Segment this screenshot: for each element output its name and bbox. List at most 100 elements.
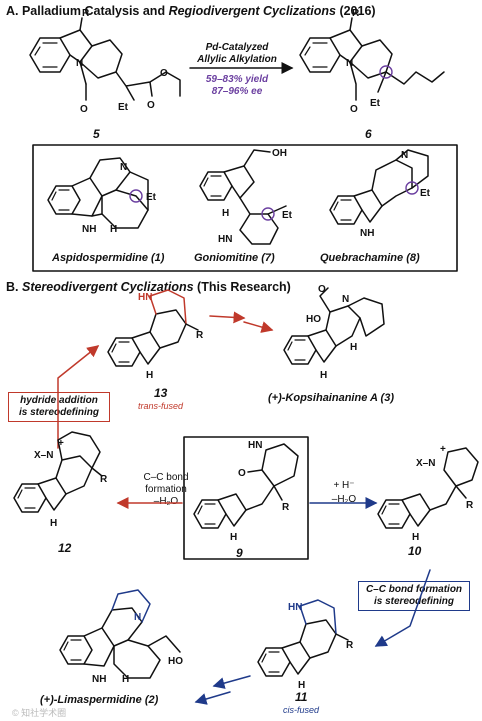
arrow-12-to-13 bbox=[57, 345, 100, 449]
h-label-kopsi: H bbox=[350, 342, 357, 353]
et-label-gonio: Et bbox=[282, 210, 293, 221]
r-label-9: R bbox=[282, 502, 290, 513]
nh-label-lima: NH bbox=[92, 674, 106, 685]
hn-label-9: HN bbox=[248, 440, 262, 451]
section-b-title: B. Stereodivergent Cyclizations (This Re… bbox=[6, 280, 291, 294]
o-label-5: O bbox=[80, 104, 88, 115]
watermark: © 知社学术圈 bbox=[12, 708, 67, 718]
section-b-title-suffix: (This Research) bbox=[193, 280, 291, 294]
compound-9-number: 9 bbox=[236, 546, 243, 560]
callout-cc-line1: C–C bond formation bbox=[365, 584, 463, 595]
o3-label-5: O bbox=[160, 68, 168, 79]
section-a-title-prefix: A. Palladium Catalysis and bbox=[6, 4, 169, 18]
h-label-11: H bbox=[298, 680, 305, 691]
arrow-13-to-3-b bbox=[243, 321, 274, 333]
np-quebrachamine: Quebrachamine (8) bbox=[320, 252, 420, 264]
condition-a: Pd-Catalyzed Allylic Alkylation bbox=[186, 42, 288, 66]
ho-label-kopsi: HO bbox=[306, 314, 321, 325]
compound-13-number: 13 bbox=[154, 386, 168, 400]
r-label-13: R bbox=[196, 330, 204, 341]
structure-aspidospermidine bbox=[47, 157, 149, 229]
plus-label-10: + bbox=[440, 444, 446, 455]
n-label-lima: N bbox=[134, 612, 141, 623]
structure-compound-5 bbox=[29, 17, 181, 101]
compound-11-note: cis-fused bbox=[283, 705, 320, 715]
h-label-9: H bbox=[230, 532, 237, 543]
et-label-6: Et bbox=[370, 98, 381, 109]
callout-cc-bond: C–C bond formation is stereodefining bbox=[358, 581, 470, 611]
nh-label-quebra: NH bbox=[360, 228, 374, 239]
plus-label-12: + bbox=[58, 438, 64, 449]
condition-a-line2: Allylic Alkylation bbox=[197, 54, 277, 65]
left-condition-line1: C–C bond bbox=[143, 472, 189, 483]
right-condition-line1: + H⁻ bbox=[333, 480, 355, 491]
np-aspidospermidine: Aspidospermidine (1) bbox=[52, 252, 165, 264]
h-label-lima: H bbox=[122, 674, 129, 685]
h-label-aspido: H bbox=[110, 224, 117, 235]
left-condition-line3: –H₂O bbox=[153, 496, 179, 507]
n-label-quebra: N bbox=[401, 150, 408, 161]
section-a-title: A. Palladium Catalysis and Regiodivergen… bbox=[6, 4, 376, 18]
et-label-aspido: Et bbox=[146, 192, 157, 203]
et-label-quebra: Et bbox=[420, 188, 431, 199]
section-b-title-italic: Stereodivergent Cyclizations bbox=[21, 280, 194, 294]
r-label-6: R bbox=[352, 8, 360, 19]
r-label-5: R bbox=[82, 8, 90, 19]
left-condition-line2: formation bbox=[145, 484, 187, 495]
compound-13-note: trans-fused bbox=[138, 401, 184, 411]
callout-cc-line2: is stereodefining bbox=[373, 596, 454, 607]
structure-compound-12 bbox=[13, 431, 103, 513]
n-label-6: N bbox=[346, 58, 353, 69]
h-label-gonio: H bbox=[222, 208, 229, 219]
arrow-10-to-11 bbox=[374, 569, 431, 647]
r-label-10: R bbox=[466, 500, 474, 511]
o-label-6: O bbox=[350, 104, 358, 115]
h-label-12: H bbox=[50, 518, 57, 529]
structure-quebrachamine bbox=[329, 149, 429, 225]
compound-5-number: 5 bbox=[93, 127, 100, 141]
structure-compound-10 bbox=[377, 447, 479, 529]
compound-2-name: (+)-Limaspermidine (2) bbox=[40, 694, 159, 706]
structure-compound-11 bbox=[257, 599, 349, 677]
hn-label-13: HN bbox=[138, 292, 152, 303]
np-goniomitine: Goniomitine (7) bbox=[194, 252, 275, 264]
stereocenter-gonio bbox=[261, 207, 275, 221]
n-label-5: N bbox=[76, 58, 83, 69]
condition-a-line1: Pd-Catalyzed bbox=[205, 42, 269, 53]
ho-label-lima: HO bbox=[168, 656, 183, 667]
yield-ee: 59–83% yield 87–96% ee bbox=[186, 74, 288, 98]
stereocenter-aspido bbox=[129, 189, 143, 203]
xn-label-10: X–N bbox=[416, 458, 435, 469]
callout-hydride-line1: hydride addition bbox=[20, 395, 98, 406]
stereocenter-quebra bbox=[405, 181, 419, 195]
callout-hydride-line2: is stereodefining bbox=[18, 407, 99, 418]
et-label-5: Et bbox=[118, 102, 129, 113]
r-label-11: R bbox=[346, 640, 354, 651]
compound-12-number: 12 bbox=[58, 541, 72, 555]
h-label-10: H bbox=[412, 532, 419, 543]
structure-compound-13 bbox=[107, 289, 199, 367]
oh-label-gonio: OH bbox=[272, 148, 287, 159]
compound-9-box bbox=[183, 436, 309, 560]
right-condition-line2: –H₂O bbox=[331, 494, 357, 505]
xn-label-12: X–N bbox=[34, 450, 53, 461]
n-label-aspido: N bbox=[120, 162, 127, 173]
compound-3-name: (+)-Kopsihainanine A (3) bbox=[268, 392, 394, 404]
stereocenter-6 bbox=[379, 65, 393, 79]
compound-6-number: 6 bbox=[365, 127, 372, 141]
arrow-11-to-2-b bbox=[194, 691, 231, 705]
section-b-title-prefix: B. bbox=[6, 280, 22, 294]
structure-limaspermidine bbox=[59, 589, 181, 679]
arrow-11-to-2-a bbox=[212, 675, 251, 689]
compound-11-number: 11 bbox=[295, 690, 308, 704]
left-condition: C–C bond formation –H₂O bbox=[136, 472, 196, 508]
natural-products-box bbox=[32, 144, 458, 272]
structure-kopsihainanine bbox=[283, 287, 385, 365]
arrow-13-to-3-a bbox=[209, 311, 246, 324]
h-label-13: H bbox=[146, 370, 153, 381]
hn-label-gonio: HN bbox=[218, 234, 232, 245]
r-label-12: R bbox=[100, 474, 108, 485]
nh-label-kopsi: H bbox=[320, 370, 327, 381]
compound-10-number: 10 bbox=[408, 544, 422, 558]
